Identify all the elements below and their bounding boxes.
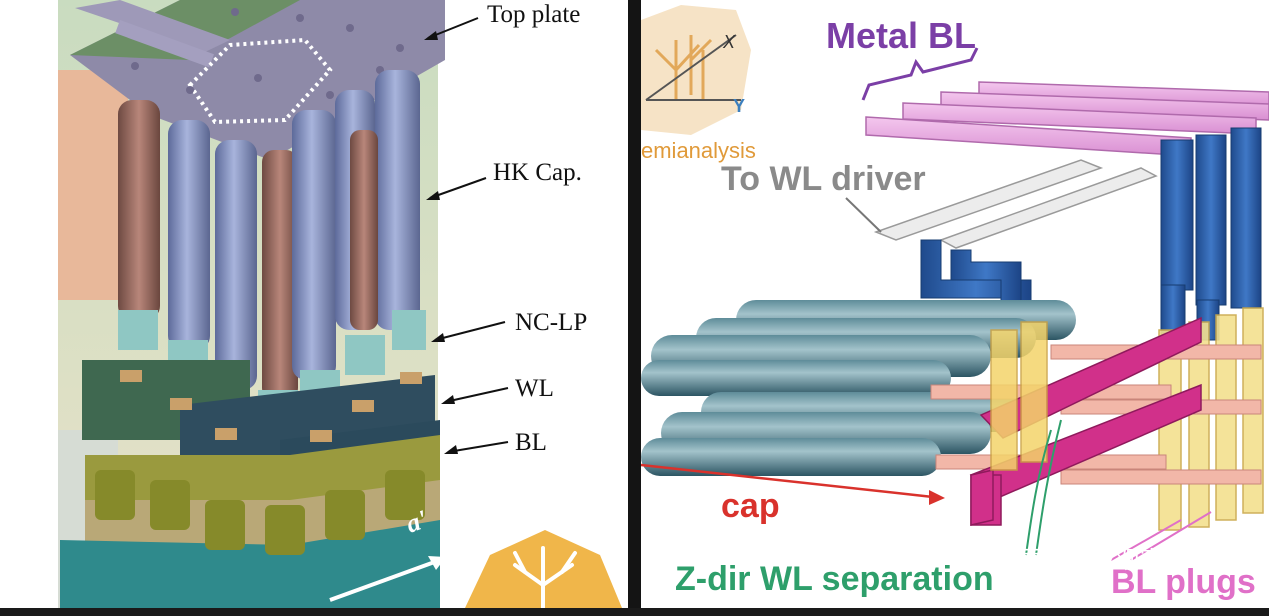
metal-bl-label: Metal BL	[826, 15, 976, 56]
panel-divider	[628, 0, 641, 616]
right-3d-dram-diagram: X Y emianalysis Metal BL To WL driver	[641, 5, 1269, 601]
logo-partial-text: emianalysis	[641, 138, 756, 163]
bl-plugs-label: BL plugs	[1111, 563, 1256, 601]
axis-x-label: X	[722, 32, 736, 52]
bl-label: BL	[515, 429, 547, 456]
bottom-strip	[0, 608, 1269, 616]
wechat-watermark: 半导体行业观察	[947, 538, 1164, 574]
watermark-text: 半导体行业观察	[996, 546, 1164, 574]
left-peach-block	[58, 70, 128, 300]
metal-bl-bars	[865, 81, 1269, 157]
wechat-icon	[947, 538, 990, 571]
semianalysis-logo-icon: X Y emianalysis	[641, 5, 756, 163]
wl-label: WL	[515, 375, 554, 402]
hexagon-dotted-outline	[187, 37, 333, 125]
cap-label: cap	[721, 487, 780, 525]
z-dir-wl-separation-label: Z-dir WL separation	[675, 560, 994, 598]
top-plate-label: Top plate	[487, 1, 580, 28]
to-wl-driver-label: To WL driver	[721, 160, 926, 198]
axis-y-label: Y	[733, 96, 745, 116]
tree-logo-icon	[465, 530, 622, 608]
left-diagram-panel: a' Top plate HK Cap. NC-LP WL BL	[0, 0, 628, 608]
hk-cap-label: HK Cap.	[493, 159, 582, 186]
metal-bl-brace	[861, 47, 979, 101]
nc-lp-label: NC-LP	[515, 309, 587, 336]
right-diagram-panel: X Y emianalysis Metal BL To WL driver	[641, 0, 1269, 608]
wl-driver-lines	[873, 159, 1158, 249]
left-3d-dram-diagram: a' Top plate HK Cap. NC-LP WL BL	[58, 0, 622, 608]
